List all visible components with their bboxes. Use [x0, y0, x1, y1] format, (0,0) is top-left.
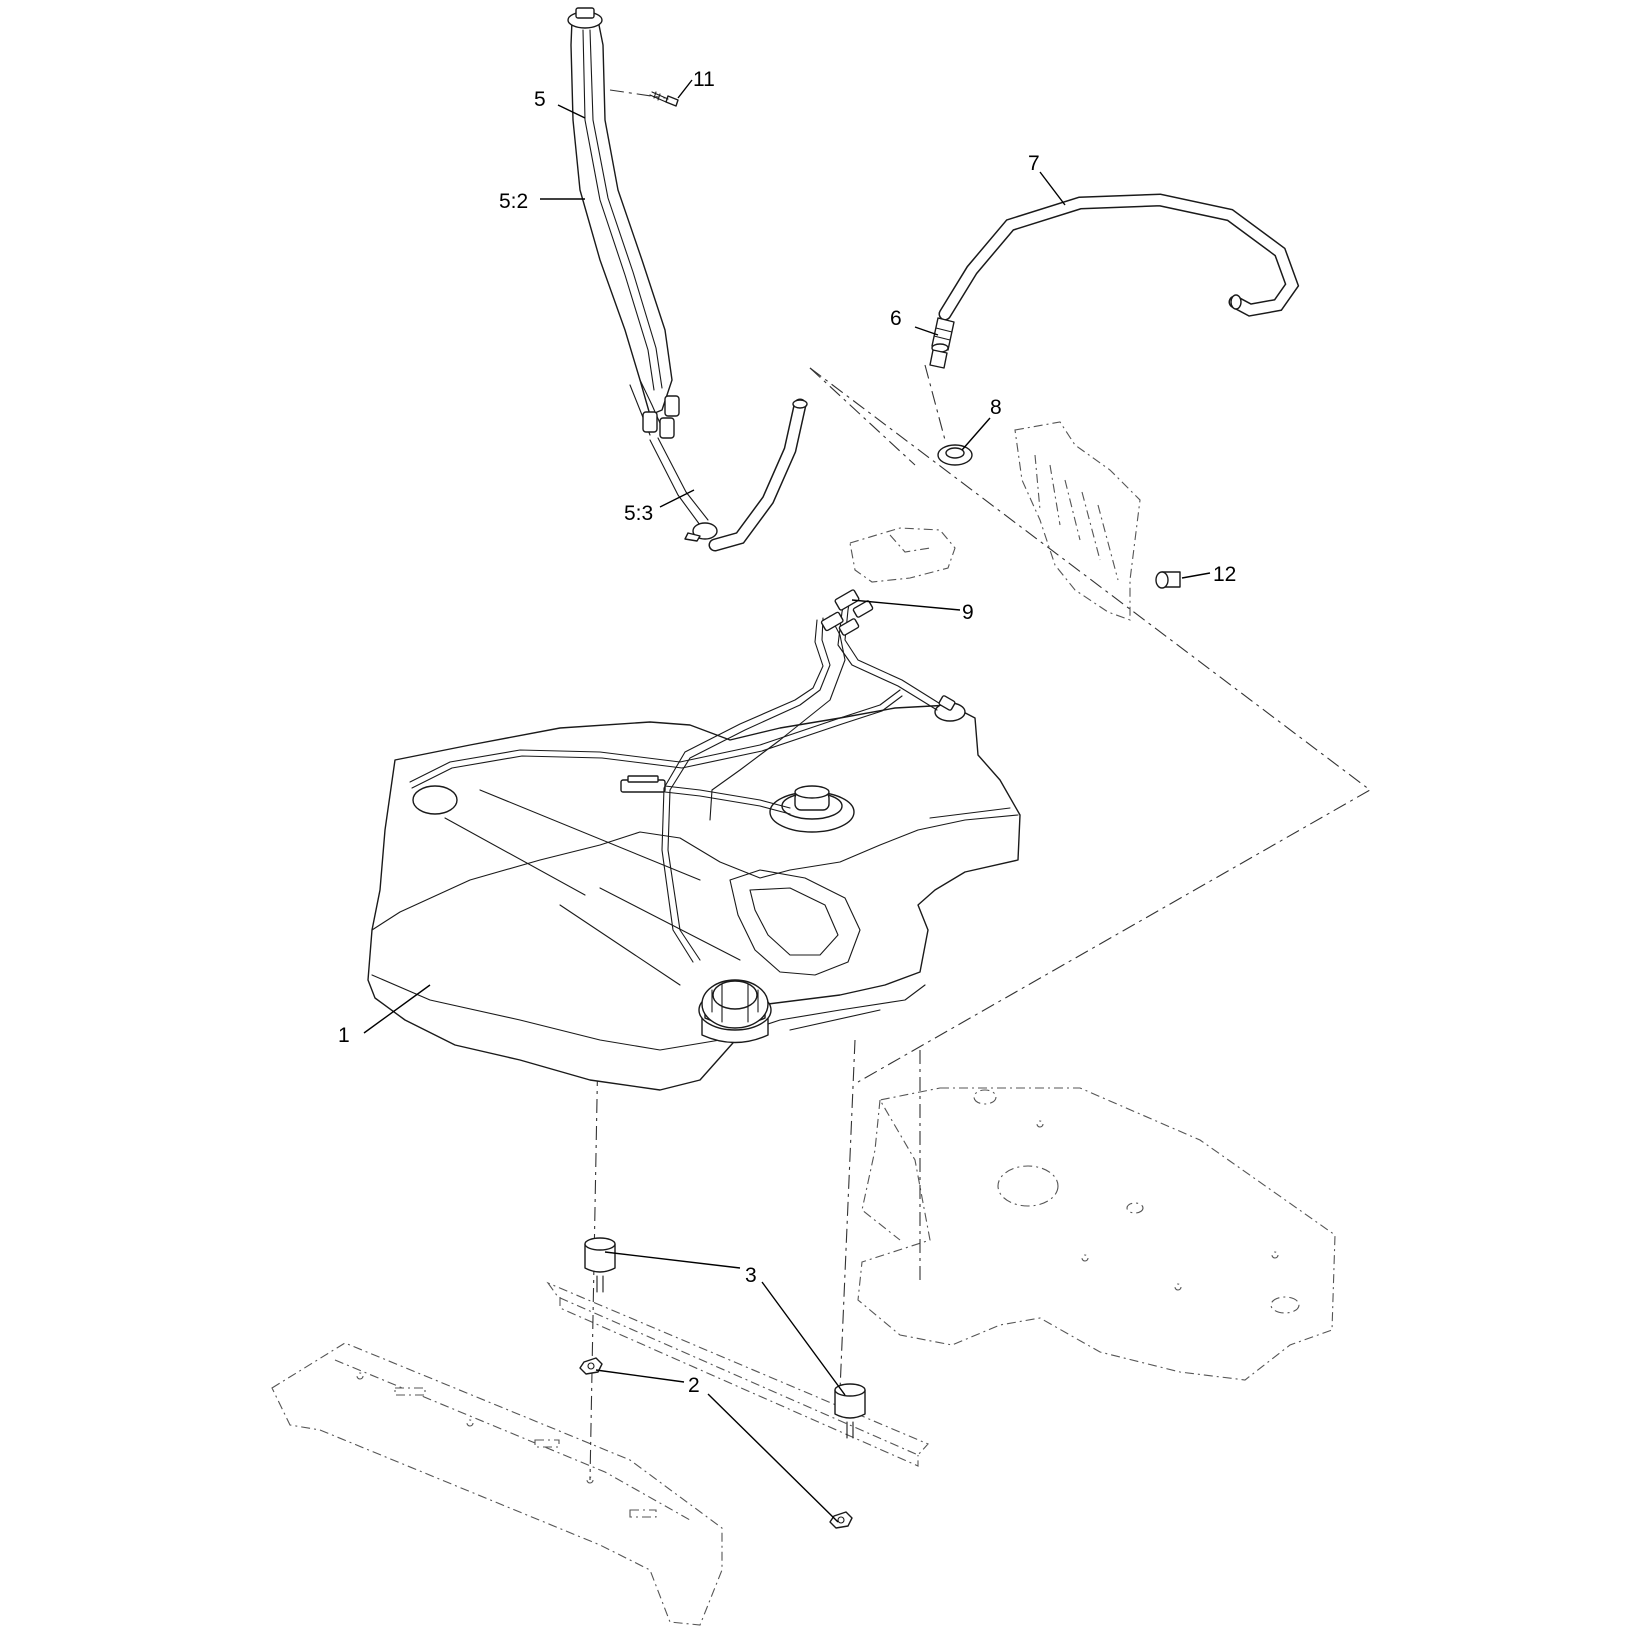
callout-9: 9 — [962, 601, 974, 624]
callout-11: 11 — [693, 68, 715, 91]
fuel-line-fittings — [820, 589, 956, 711]
filler-vent-hose — [708, 398, 808, 552]
chassis-hole-2 — [1126, 1202, 1144, 1214]
filler-neck-tube-line-1 — [582, 29, 655, 391]
nut-right — [829, 1511, 853, 1529]
fuel-cap — [698, 979, 772, 1044]
fuel-tank-groove-2 — [479, 789, 701, 881]
rubber-bumper-left — [584, 1237, 616, 1293]
wire-connector — [620, 775, 666, 793]
frame-rail-inner-ghost — [334, 1359, 691, 1521]
nut-left — [579, 1357, 603, 1375]
fuel-sender — [769, 785, 855, 833]
side-bracket-ghost — [1014, 421, 1141, 621]
chassis-hole-3 — [1270, 1296, 1300, 1314]
fuel-tank-groove-3 — [559, 904, 681, 986]
fuel-tank-recess-inner — [749, 887, 839, 956]
chassis-hole-4 — [1036, 1120, 1044, 1128]
chassis-plate-tab-ghost — [861, 1099, 901, 1241]
fuel-tank — [367, 702, 1021, 1091]
frame-ghost-parts — [271, 421, 1336, 1626]
chassis-hole-1 — [973, 1089, 997, 1105]
callout-5-3: 5:3 — [624, 502, 653, 525]
grommet — [937, 444, 973, 466]
filler-short-tube — [649, 439, 701, 526]
fuel-tank-body — [367, 704, 1021, 1091]
fuel-tank-groove-4 — [599, 887, 741, 961]
callout-labels: 1 2 3 5 5:2 5:3 6 7 8 9 11 12 — [338, 68, 1236, 1397]
chassis-hole-5 — [1081, 1254, 1089, 1262]
callout-2: 2 — [688, 1374, 700, 1397]
fuel-tank-vent-nub — [412, 785, 458, 815]
callout-5-2: 5:2 — [499, 190, 528, 213]
filler-neck-cap-tab — [575, 7, 595, 19]
frame-rail-hole-1 — [356, 1372, 364, 1380]
chassis-plate-ghost — [857, 1087, 1336, 1381]
fuel-line-harness — [409, 589, 956, 963]
fuel-tank-groove-1 — [444, 817, 586, 896]
frame-rail-slot-1 — [394, 1387, 426, 1396]
filler-neck-tube-line-2 — [589, 29, 663, 389]
callout-5: 5 — [534, 88, 546, 111]
crossbar-ghost — [546, 1281, 929, 1456]
screw — [649, 91, 679, 107]
frame-rail-slot-3 — [629, 1509, 657, 1518]
fuel-tank-side-groove — [929, 807, 1011, 819]
callout-1: 1 — [338, 1024, 350, 1047]
fuel-tank-bottom-edge — [371, 974, 926, 1051]
leader-lines — [363, 79, 1211, 1523]
frame-rail-ghost — [271, 1342, 723, 1626]
frame-rail-slot-2 — [534, 1439, 560, 1448]
filler-neck — [567, 7, 718, 542]
fuel-tank-recess — [729, 869, 861, 976]
frame-rail-hole-2 — [466, 1419, 474, 1427]
filler-neck-fittings — [642, 395, 680, 439]
fuel-tank-lower-groove — [789, 1009, 881, 1031]
vent-hose — [938, 193, 1300, 321]
filler-hose-clamp — [692, 522, 718, 540]
rubber-bumper-right — [834, 1383, 866, 1439]
callout-6: 6 — [890, 307, 902, 330]
upper-bracket-tab-ghost — [889, 534, 931, 553]
callout-8: 8 — [990, 396, 1002, 419]
callout-7: 7 — [1028, 152, 1040, 175]
chassis-hole-7 — [1271, 1251, 1279, 1259]
side-bracket-grille — [1034, 454, 1119, 581]
plug — [1155, 571, 1181, 589]
crossbar-face-ghost — [559, 1297, 919, 1467]
fuel-tank-top-surface — [371, 814, 1019, 931]
chassis-hole-6 — [1174, 1283, 1182, 1291]
upper-bracket-ghost — [849, 527, 956, 583]
chassis-hole-large — [997, 1165, 1059, 1207]
barbed-fitting — [929, 317, 955, 369]
callout-12: 12 — [1213, 563, 1236, 586]
callout-3: 3 — [745, 1264, 757, 1287]
